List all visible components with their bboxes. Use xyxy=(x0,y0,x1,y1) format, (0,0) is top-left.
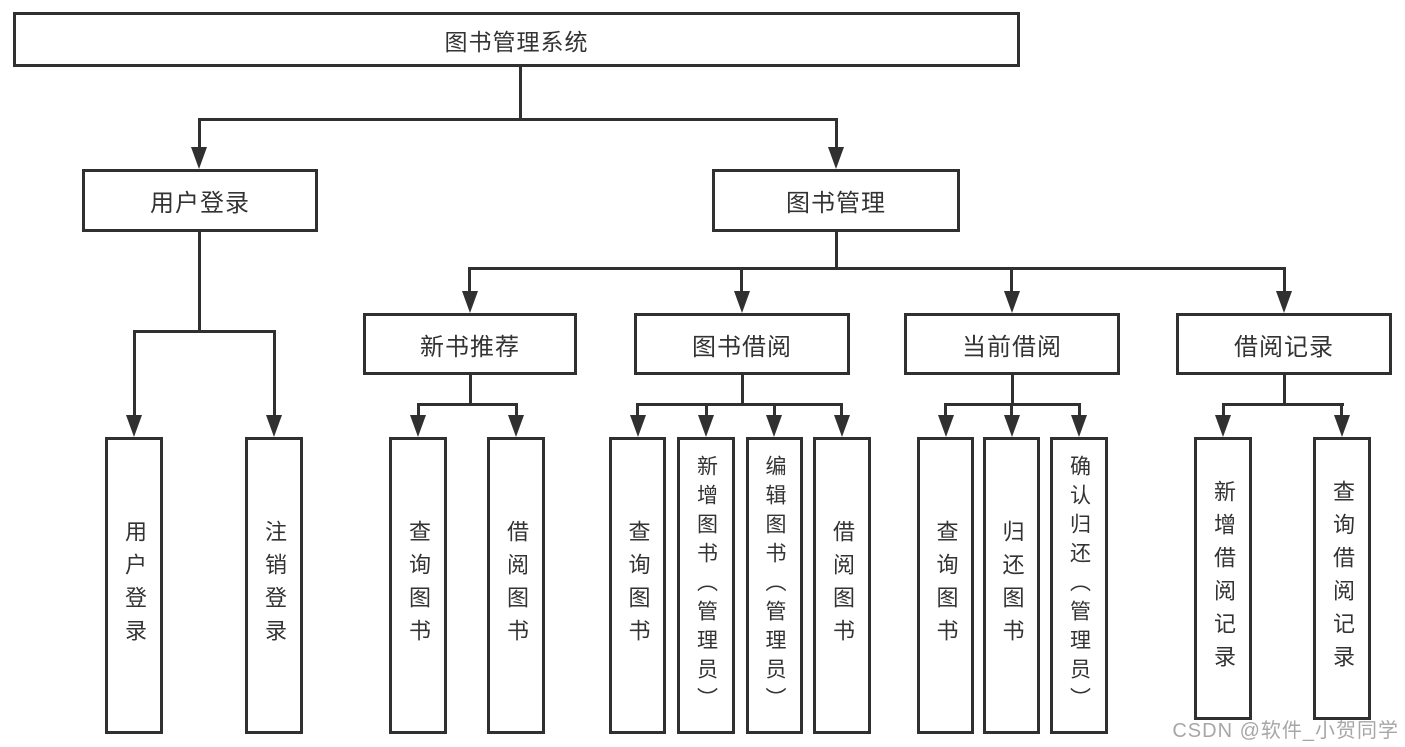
connector-drop xyxy=(1010,267,1013,295)
node-query-books-recommend: 查询图书 xyxy=(389,437,447,734)
node-label: 图书管理 xyxy=(786,190,886,217)
connector-bar xyxy=(417,403,518,406)
node-current-borrowing: 当前借阅 xyxy=(904,313,1120,375)
arrow-down-icon xyxy=(630,415,646,437)
arrow-down-icon xyxy=(1215,415,1231,437)
connector-drop xyxy=(1340,403,1343,419)
node-label: 新增借阅记录 xyxy=(1211,479,1236,678)
node-label: 归还图书 xyxy=(999,519,1025,652)
connector-drop xyxy=(1283,267,1286,295)
node-label: 借阅图书 xyxy=(830,519,855,652)
connector-drop xyxy=(273,330,276,418)
arrow-down-icon xyxy=(1004,415,1020,437)
connector-root-stem xyxy=(519,67,522,120)
connector-book-mgmt-stem xyxy=(835,232,838,270)
node-label: 图书借阅 xyxy=(692,333,792,361)
arrow-down-icon xyxy=(734,291,750,313)
arrow-down-icon xyxy=(1071,415,1087,437)
node-return-books: 归还图书 xyxy=(983,437,1040,734)
node-label: 借阅记录 xyxy=(1234,333,1334,361)
node-user-login-action: 用户登录 xyxy=(105,437,163,734)
node-label: 用户登录 xyxy=(122,519,147,652)
node-label: 新书推荐 xyxy=(420,333,520,361)
connector-stem xyxy=(741,375,744,405)
connector-drop xyxy=(636,403,639,419)
node-borrow-books-borrowing: 借阅图书 xyxy=(813,437,871,734)
connector-drop xyxy=(1222,403,1225,419)
node-add-books-admin: 新增图书（管理员） xyxy=(677,437,735,734)
connector-user-login-drop xyxy=(198,118,201,150)
connector-stem xyxy=(1011,375,1014,405)
connector-drop xyxy=(1078,403,1081,419)
arrow-down-icon xyxy=(508,415,524,437)
arrow-down-icon xyxy=(462,291,478,313)
node-label: 查询图书 xyxy=(933,519,959,652)
node-query-books-current: 查询图书 xyxy=(917,437,974,734)
arrow-down-icon xyxy=(938,415,954,437)
arrow-down-icon xyxy=(410,415,426,437)
node-query-borrow-record: 查询借阅记录 xyxy=(1313,437,1371,720)
node-label: 图书管理系统 xyxy=(444,28,589,55)
node-confirm-return-admin: 确认归还（管理员） xyxy=(1050,437,1108,734)
node-query-books-borrowing: 查询图书 xyxy=(609,437,666,734)
connector-drop xyxy=(705,403,708,419)
arrow-down-icon xyxy=(766,415,782,437)
connector-drop xyxy=(840,403,843,419)
arrow-down-icon xyxy=(1276,291,1292,313)
connector-drop xyxy=(133,330,136,418)
node-label: 用户登录 xyxy=(150,190,250,217)
connector-drop xyxy=(515,403,518,419)
connector-user-login-stem xyxy=(198,232,201,332)
arrow-down-icon xyxy=(1004,291,1020,313)
arrow-down-icon xyxy=(828,147,844,169)
connector-stem xyxy=(1283,375,1286,405)
arrow-down-icon xyxy=(191,147,207,169)
node-label: 编辑图书（管理员） xyxy=(763,455,786,716)
node-borrow-books-recommend: 借阅图书 xyxy=(487,437,545,734)
node-label: 查询图书 xyxy=(406,519,431,652)
node-label: 新增图书（管理员） xyxy=(694,455,718,716)
connector-bar xyxy=(636,403,843,406)
arrow-down-icon xyxy=(126,415,142,437)
connector-drop xyxy=(773,403,776,419)
connector-stem xyxy=(469,375,472,405)
arrow-down-icon xyxy=(1334,415,1350,437)
node-user-login: 用户登录 xyxy=(82,169,318,232)
connector-level2-bar xyxy=(198,118,838,121)
node-book-management: 图书管理 xyxy=(712,169,960,232)
node-label: 确认归还（管理员） xyxy=(1067,455,1091,716)
node-label: 查询图书 xyxy=(625,519,651,652)
connector-drop xyxy=(740,267,743,295)
node-logout-action: 注销登录 xyxy=(245,437,303,734)
connector-user-login-bar xyxy=(133,330,276,333)
arrow-down-icon xyxy=(266,415,282,437)
node-library-management-system: 图书管理系统 xyxy=(13,12,1020,67)
csdn-watermark: CSDN @软件_小贺同学 xyxy=(1172,720,1399,742)
node-book-borrowing: 图书借阅 xyxy=(634,313,850,375)
connector-drop xyxy=(468,267,471,295)
connector-drop xyxy=(944,403,947,419)
node-label: 当前借阅 xyxy=(962,333,1062,361)
node-edit-books-admin: 编辑图书（管理员） xyxy=(746,437,803,734)
node-add-borrow-record: 新增借阅记录 xyxy=(1194,437,1252,720)
connector-bar xyxy=(1222,403,1344,406)
node-borrowing-records: 借阅记录 xyxy=(1176,313,1392,375)
connector-drop xyxy=(417,403,420,419)
connector-level3-bar xyxy=(469,267,1286,270)
arrow-down-icon xyxy=(698,415,714,437)
node-new-book-recommendation: 新书推荐 xyxy=(363,313,577,375)
connector-book-mgmt-drop xyxy=(835,118,838,150)
connector-drop xyxy=(1010,403,1013,419)
node-label: 借阅图书 xyxy=(504,519,529,652)
arrow-down-icon xyxy=(834,415,850,437)
node-label: 查询借阅记录 xyxy=(1330,479,1355,678)
node-label: 注销登录 xyxy=(262,519,287,652)
